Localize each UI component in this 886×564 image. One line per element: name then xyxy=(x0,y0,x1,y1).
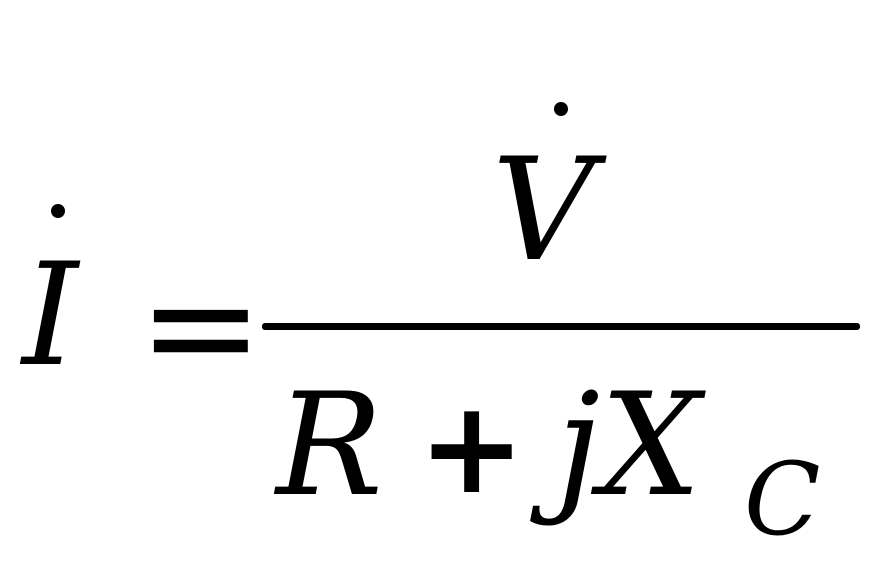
lhs-dot-accent xyxy=(51,204,65,218)
denominator-reactance-symbol: jX xyxy=(556,363,702,528)
lhs-current-symbol: I xyxy=(22,233,79,398)
fraction-bar xyxy=(262,323,860,330)
numerator-voltage-symbol: V xyxy=(492,128,595,293)
plus-sign: + xyxy=(418,374,526,523)
denominator-resistance-symbol: R xyxy=(276,363,383,528)
numerator-dot-accent xyxy=(554,102,568,116)
equals-sign: = xyxy=(138,240,264,414)
reactance-subscript: C xyxy=(744,441,821,558)
